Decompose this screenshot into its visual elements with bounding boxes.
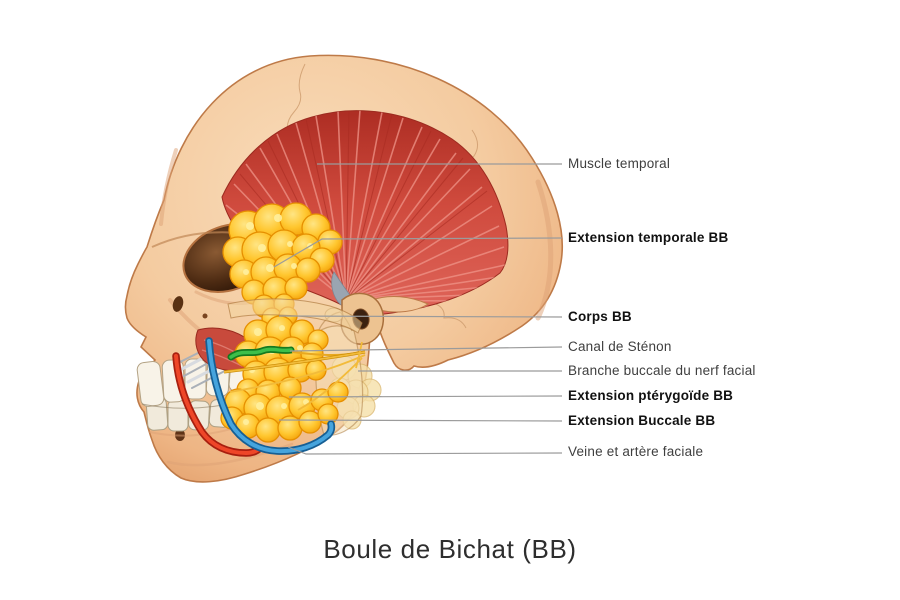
fat-highlight <box>287 241 293 247</box>
leader-corps-bb <box>278 315 563 318</box>
fat-highlight <box>274 214 282 222</box>
fat-highlight <box>246 222 254 230</box>
leader-lines <box>273 163 563 455</box>
fat-lobule <box>295 257 321 283</box>
nerve-branch-4 <box>355 341 363 369</box>
fat-highlight <box>281 403 287 409</box>
facial-nerve-branches <box>223 341 366 411</box>
buccal-nerve <box>223 351 366 373</box>
fat-highlight <box>291 263 297 269</box>
upper-tooth <box>136 361 165 407</box>
artery-core <box>174 354 262 456</box>
leader-extension-temporale <box>273 237 563 268</box>
stenon-canal-core <box>229 347 293 359</box>
nerve-branch-3 <box>297 357 363 411</box>
zygoma-root-bone <box>371 296 430 313</box>
fat-lobule <box>284 276 308 300</box>
fat-lobule <box>255 417 281 443</box>
label-corps-bb: Corps BB <box>568 309 632 325</box>
fat-highlight <box>266 264 274 272</box>
fat-pad <box>220 202 349 443</box>
leader-veine-artere <box>287 446 563 455</box>
fat-highlight <box>243 269 249 275</box>
nasal-aperture <box>172 296 184 312</box>
label-extension-temporale: Extension temporale BB <box>568 230 729 246</box>
fat-highlights <box>243 214 313 425</box>
stenon-canal <box>227 345 295 361</box>
fat-lobule <box>327 381 349 403</box>
fat-highlight <box>297 345 303 351</box>
zygomatic-arch <box>227 298 363 334</box>
fat-lobule <box>317 403 339 425</box>
forehead-shading <box>159 148 178 226</box>
fat-highlight <box>254 328 262 336</box>
fat-highlight <box>256 402 264 410</box>
vein-core <box>207 339 334 454</box>
occiput-shading <box>535 179 554 321</box>
facial-artery <box>172 352 264 457</box>
leader-canal-stenon <box>289 346 563 352</box>
label-extension-buccale: Extension Buccale BB <box>568 413 716 429</box>
fat-highlight <box>279 325 285 331</box>
leader-extension-buccale <box>278 419 563 422</box>
label-muscle-temporal: Muscle temporal <box>568 156 671 172</box>
label-branche-buccale: Branche buccale du nerf facial <box>568 363 756 379</box>
fat-highlight <box>243 419 249 425</box>
leader-extension-pterygoide <box>288 395 563 398</box>
fat-highlight <box>258 244 266 252</box>
label-extension-pterygoide: Extension ptérygoïde BB <box>568 388 734 404</box>
nerve-branch-2 <box>229 354 366 393</box>
fat-buccal-extension <box>220 381 349 443</box>
label-veine-artere: Veine et artère faciale <box>568 444 704 460</box>
infraorbital-foramen <box>202 313 208 319</box>
vessels <box>172 337 336 457</box>
label-canal-stenon: Canal de Sténon <box>568 339 672 355</box>
figure-title: Boule de Bichat (BB) <box>323 534 577 564</box>
fat-lobule <box>278 376 302 400</box>
facial-vein <box>205 337 336 455</box>
